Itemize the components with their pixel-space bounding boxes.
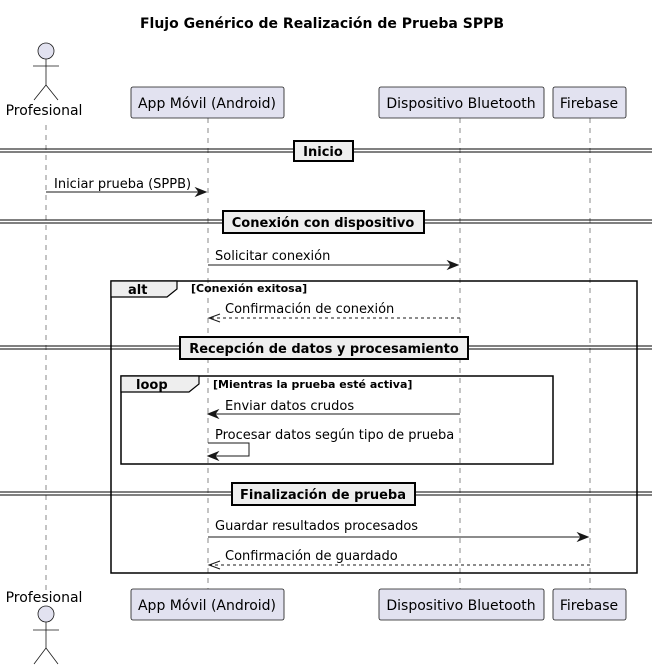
fragment-alt: alt [Conexión exitosa] — [110, 280, 638, 574]
arrowhead-icon — [576, 531, 590, 543]
participant-bluetooth-top: Dispositivo Bluetooth — [378, 86, 545, 119]
participant-label-app: App Móvil (Android) — [138, 598, 276, 614]
actor-head-icon — [37, 42, 55, 60]
participant-label-firebase: Firebase — [560, 598, 618, 614]
actor-head-icon — [37, 605, 55, 623]
participant-app-top: App Móvil (Android) — [130, 86, 285, 119]
message-guardar-resultados: Guardar resultados procesados — [208, 519, 590, 543]
arrowhead-open-icon — [207, 560, 221, 570]
fragment-alt-label: alt — [128, 283, 147, 298]
participant-label-profesional: Profesional — [6, 590, 83, 606]
divider-label: Inicio — [303, 145, 343, 160]
divider-recepcion: Recepción de datos y procesamiento — [0, 336, 652, 360]
participant-label-bluetooth: Dispositivo Bluetooth — [386, 598, 535, 614]
message-label: Iniciar prueba (SPPB) — [54, 177, 191, 192]
fragment-loop-label: loop — [136, 378, 168, 393]
participant-app-bottom: App Móvil (Android) — [130, 588, 285, 621]
message-label: Confirmación de guardado — [225, 549, 398, 564]
arrowhead-icon — [194, 186, 208, 198]
divider-finalizacion: Finalización de prueba — [0, 482, 652, 506]
divider-label: Finalización de prueba — [240, 488, 406, 503]
diagram-title: Flujo Genérico de Realización de Prueba … — [140, 16, 504, 32]
message-label: Confirmación de conexión — [225, 302, 394, 317]
fragment-loop: loop [Mientras la prueba esté activa] — [120, 375, 554, 465]
participant-bluetooth-bottom: Dispositivo Bluetooth — [378, 588, 545, 621]
participant-label-app: App Móvil (Android) — [138, 96, 276, 112]
message-confirmacion-guardado: Confirmación de guardado — [207, 549, 590, 570]
message-solicitar-conexion: Solicitar conexión — [208, 249, 460, 271]
participant-firebase-top: Firebase — [552, 86, 627, 119]
message-procesar-datos: Procesar datos según tipo de prueba — [206, 428, 454, 462]
arrowhead-icon — [206, 408, 220, 420]
message-label: Solicitar conexión — [215, 249, 330, 264]
arrowhead-open-icon — [207, 313, 221, 323]
divider-label: Conexión con dispositivo — [232, 216, 415, 231]
arrowhead-icon — [206, 450, 220, 462]
participant-label-firebase: Firebase — [560, 96, 618, 112]
divider-inicio: Inicio — [0, 140, 652, 162]
divider-label: Recepción de datos y procesamiento — [189, 342, 459, 357]
actor-profesional-bottom: Profesional — [6, 590, 83, 665]
fragment-loop-guard: [Mientras la prueba esté activa] — [213, 378, 412, 391]
participant-firebase-bottom: Firebase — [552, 588, 627, 621]
arrowhead-icon — [446, 259, 460, 271]
fragment-alt-guard: [Conexión exitosa] — [191, 282, 307, 295]
message-label: Enviar datos crudos — [225, 399, 354, 414]
participant-label-bluetooth: Dispositivo Bluetooth — [386, 96, 535, 112]
divider-conexion: Conexión con dispositivo — [0, 210, 652, 234]
message-enviar-datos: Enviar datos crudos — [206, 399, 460, 420]
participant-label-profesional: Profesional — [6, 103, 83, 119]
message-confirmacion-conexion: Confirmación de conexión — [207, 302, 460, 323]
message-label: Guardar resultados procesados — [215, 519, 418, 534]
actor-profesional-top: Profesional — [6, 42, 83, 119]
message-iniciar-prueba: Iniciar prueba (SPPB) — [46, 177, 208, 198]
message-label: Procesar datos según tipo de prueba — [215, 428, 454, 443]
